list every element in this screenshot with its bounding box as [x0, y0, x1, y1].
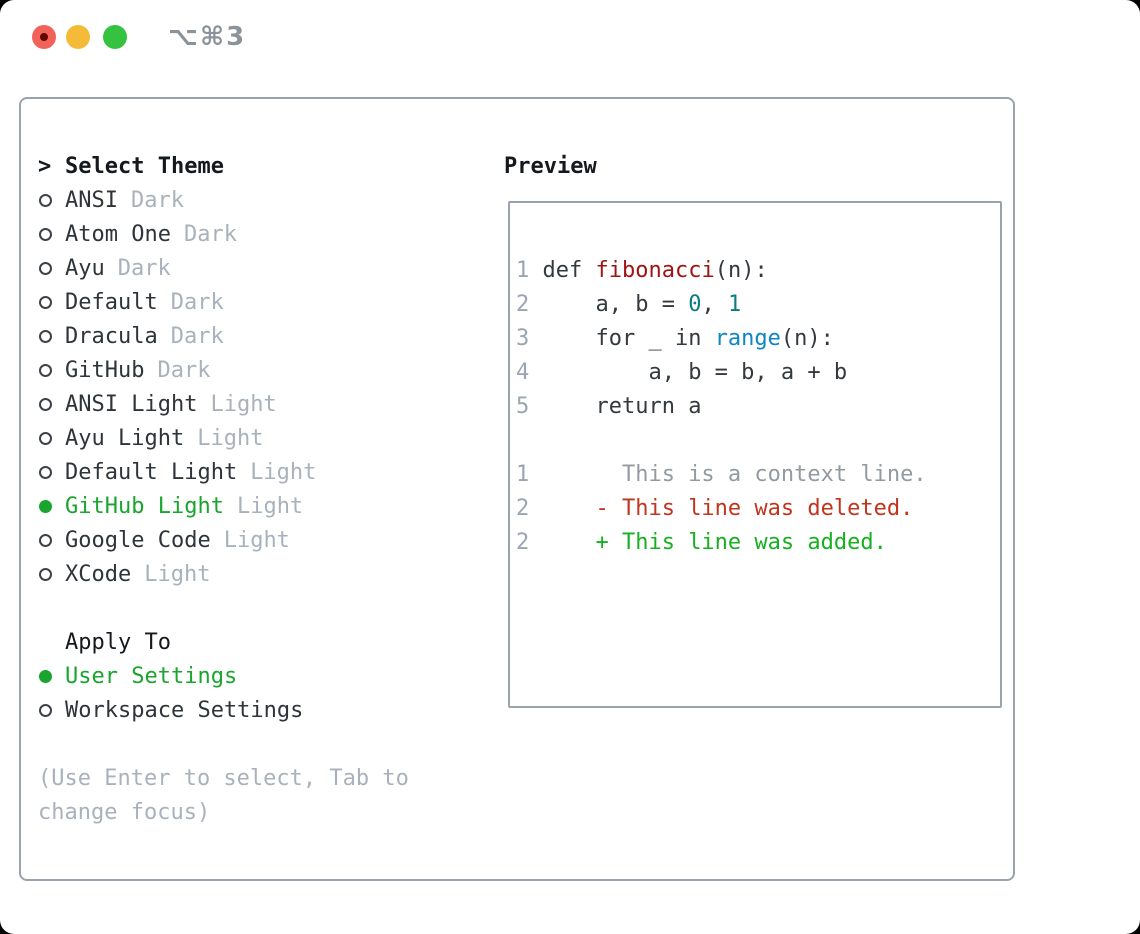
radio-icon: [39, 567, 52, 581]
theme-option[interactable]: ANSI Dark: [38, 183, 488, 217]
theme-option-label: Ayu: [65, 255, 105, 281]
theme-list: ANSI Dark Atom One Dark Ayu Dark Default…: [38, 183, 488, 591]
theme-variant-tag: Light: [236, 493, 304, 519]
theme-option[interactable]: Default Dark: [38, 285, 488, 319]
theme-option[interactable]: XCode Light: [38, 557, 488, 591]
radio-icon: [39, 669, 52, 683]
theme-option-label: ANSI: [65, 187, 118, 213]
radio-icon: [39, 261, 52, 275]
theme-option[interactable]: GitHub Light Light: [38, 489, 488, 523]
theme-picker-panel: > Select Theme ANSI Dark Atom One Dark A…: [19, 97, 1015, 881]
radio-icon: [39, 499, 52, 513]
minimize-button-icon[interactable]: [66, 25, 90, 49]
theme-option-label: XCode: [65, 561, 132, 587]
preview-title: Preview: [504, 153, 597, 179]
radio-icon: [39, 533, 52, 547]
theme-option[interactable]: Default Light Light: [38, 455, 488, 489]
code-line: 1 This is a context line.: [516, 457, 992, 491]
line-number: 3: [516, 325, 530, 351]
theme-variant-tag: Light: [197, 425, 264, 451]
theme-option[interactable]: Dracula Dark: [38, 319, 488, 353]
apply-to-header-row: Apply To: [38, 625, 488, 659]
theme-option-label: Google Code: [65, 527, 211, 553]
radio-icon: [39, 363, 52, 377]
line-content: a, b = b, a + b: [529, 359, 848, 385]
theme-option-label: Default: [65, 289, 158, 315]
line-number: 4: [516, 359, 530, 385]
theme-option-label: GitHub: [65, 357, 145, 383]
line-number: 2: [516, 291, 530, 317]
line-content: - This line was deleted.: [529, 495, 914, 521]
window-titlebar: ⌥⌘3: [0, 0, 1140, 72]
window-title: ⌥⌘3: [168, 22, 247, 52]
theme-option[interactable]: Atom One Dark: [38, 217, 488, 251]
code-line: 2 a, b = 0, 1: [516, 287, 992, 321]
radio-icon: [39, 703, 52, 717]
keyboard-hint: (Use Enter to select, Tab to change focus…: [38, 761, 488, 829]
line-number: 1: [516, 461, 530, 487]
radio-icon: [39, 329, 52, 343]
theme-variant-tag: Dark: [130, 187, 184, 213]
theme-variant-tag: Light: [210, 391, 277, 417]
line-content: def fibonacci(n):: [529, 257, 768, 283]
radio-icon: [39, 465, 52, 479]
close-button-icon[interactable]: [32, 25, 56, 49]
theme-option[interactable]: Ayu Light Light: [38, 421, 488, 455]
theme-variant-tag: Light: [144, 561, 211, 587]
theme-variant-tag: Dark: [157, 357, 211, 383]
line-content: for _ in range(n):: [529, 325, 834, 351]
theme-option[interactable]: Google Code Light: [38, 523, 488, 557]
theme-variant-tag: Light: [250, 459, 317, 485]
theme-option[interactable]: GitHub Dark: [38, 353, 488, 387]
theme-variant-tag: Dark: [117, 255, 171, 281]
radio-icon: [39, 431, 52, 445]
theme-menu-header-row: > Select Theme: [38, 149, 488, 183]
line-content: + This line was added.: [529, 529, 887, 555]
hint-line: change focus): [38, 799, 211, 825]
line-content: return a: [529, 393, 702, 419]
theme-option-label: ANSI Light: [65, 391, 198, 417]
line-number: 2: [516, 495, 530, 521]
radio-icon: [39, 295, 52, 309]
code-line: 2 + This line was added.: [516, 525, 992, 559]
apply-to-option-label: Workspace Settings: [65, 697, 304, 723]
hint-line: (Use Enter to select, Tab to: [38, 765, 409, 791]
code-line: 1 def fibonacci(n):: [516, 253, 992, 287]
code-line: [516, 423, 992, 457]
theme-option-label: Default Light: [65, 459, 238, 485]
apply-to-option-label: User Settings: [65, 663, 238, 689]
line-content: a, b = 0, 1: [529, 291, 742, 317]
radio-icon: [39, 397, 52, 411]
code-preview-box: 1 def fibonacci(n): 2 a, b = 0, 1 3 for …: [508, 201, 1002, 708]
apply-to-option[interactable]: User Settings: [38, 659, 488, 693]
line-content: This is a context line.: [529, 461, 927, 487]
prompt-icon: >: [38, 153, 52, 179]
theme-variant-tag: Dark: [183, 221, 237, 247]
maximize-button-icon[interactable]: [103, 25, 127, 49]
code-line: 3 for _ in range(n):: [516, 321, 992, 355]
radio-icon: [39, 227, 52, 241]
radio-icon: [39, 193, 52, 207]
code-line: 5 return a: [516, 389, 992, 423]
code-line: 4 a, b = b, a + b: [516, 355, 992, 389]
apply-to-list: User Settings Workspace Settings: [38, 659, 488, 727]
theme-variant-tag: Dark: [170, 289, 224, 315]
theme-option-label: Ayu Light: [65, 425, 185, 451]
theme-option-label: GitHub Light: [65, 493, 224, 519]
theme-variant-tag: Dark: [170, 323, 224, 349]
theme-variant-tag: Light: [223, 527, 290, 553]
theme-menu: > Select Theme ANSI Dark Atom One Dark A…: [38, 149, 488, 829]
line-number: 5: [516, 393, 530, 419]
line-number: 1: [516, 257, 530, 283]
theme-option-label: Atom One: [65, 221, 171, 247]
theme-option[interactable]: Ayu Dark: [38, 251, 488, 285]
theme-option-label: Dracula: [65, 323, 158, 349]
line-number: 2: [516, 529, 530, 555]
code-lines: 1 def fibonacci(n): 2 a, b = 0, 1 3 for …: [516, 253, 992, 559]
theme-menu-title: Select Theme: [65, 153, 224, 179]
apply-to-option[interactable]: Workspace Settings: [38, 693, 488, 727]
apply-to-title: Apply To: [65, 629, 171, 655]
theme-option[interactable]: ANSI Light Light: [38, 387, 488, 421]
code-line: 2 - This line was deleted.: [516, 491, 992, 525]
